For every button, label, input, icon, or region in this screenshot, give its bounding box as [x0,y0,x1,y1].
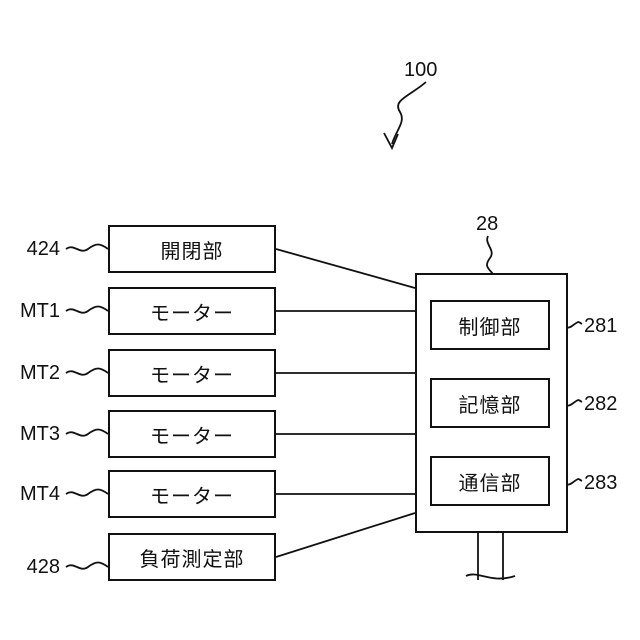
ref-label-282: 282 [584,394,617,414]
ref-label-281: 281 [584,316,617,336]
ref-label-mt1: MT1 [0,301,60,321]
leader-28 [487,236,493,274]
ref-label-mt2: MT2 [0,363,60,383]
wire-428 [276,513,415,557]
wire-424 [276,249,415,288]
leader-424 [66,245,108,251]
device-box-motor-3: モーター [108,410,276,458]
control-unit-box: 制御部 [430,300,550,350]
leader-mt1 [66,307,108,313]
storage-unit-box: 記憶部 [430,378,550,428]
leader-mt2 [66,369,108,375]
figure-ref-label: 100 [404,60,437,80]
pole-break [466,574,515,578]
leader-mt4 [66,490,108,496]
ref-label-428: 428 [0,557,60,577]
ref-label-424: 424 [0,239,60,259]
communication-unit-box: 通信部 [430,456,550,506]
device-box-motor-1: モーター [108,287,276,335]
leader-mt3 [66,430,108,436]
device-box-motor-4: モーター [108,470,276,518]
ref-label-mt4: MT4 [0,484,60,504]
ref-label-mt3: MT3 [0,424,60,444]
device-box-motor-2: モーター [108,349,276,397]
controller-ref-label: 28 [476,214,498,234]
ref-label-283: 283 [584,473,617,493]
device-box-load-measurement: 負荷測定部 [108,533,276,581]
leader-428 [66,563,108,569]
device-box-opening-closing: 開閉部 [108,225,276,273]
